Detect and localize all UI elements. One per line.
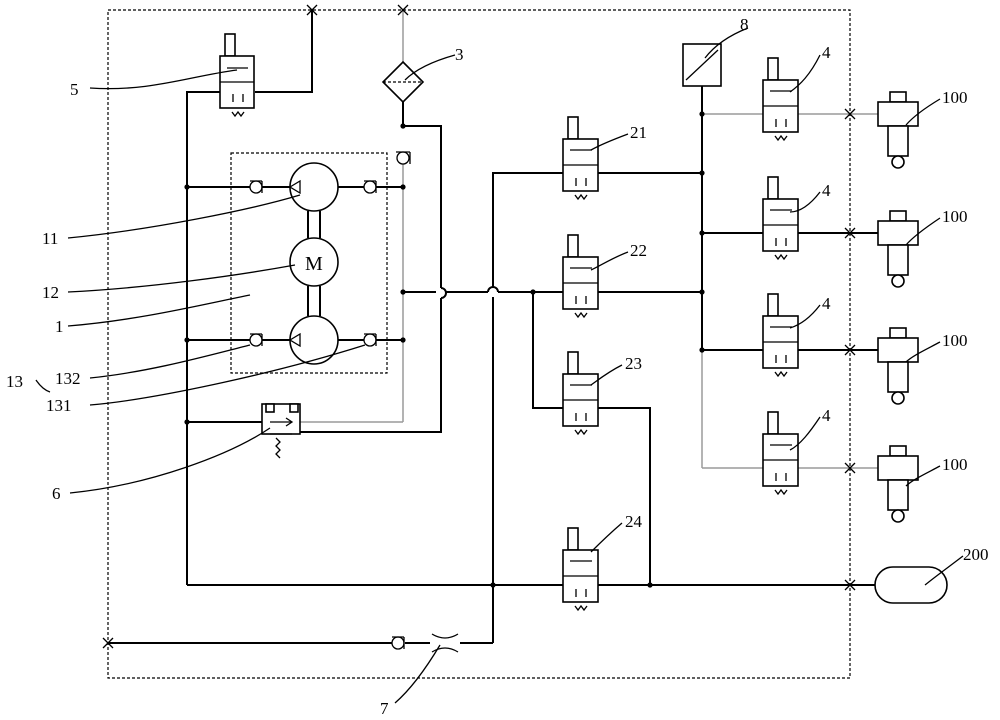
relief-valve-6: [262, 404, 300, 458]
label-200: 200: [963, 545, 989, 564]
label-1: 1: [55, 317, 64, 336]
label-7: 7: [380, 699, 389, 718]
filter-3: [383, 62, 423, 102]
label-131: 131: [46, 396, 72, 415]
label-4-second: 4: [822, 181, 831, 200]
pump-11: [290, 163, 338, 211]
valve-23: [563, 352, 598, 434]
actuator-100-third: [878, 328, 918, 404]
label-13: 13: [6, 372, 23, 391]
label-12: 12: [42, 283, 59, 302]
pump-13: [290, 316, 338, 364]
label-21: 21: [630, 123, 647, 142]
valve-4-first: [763, 58, 798, 140]
label-4-fourth: 4: [822, 406, 831, 425]
label-24: 24: [625, 512, 643, 531]
label-100-second: 100: [942, 207, 968, 226]
label-100-fourth: 100: [942, 455, 968, 474]
label-100-first: 100: [942, 88, 968, 107]
valve-4-third: [763, 294, 798, 376]
valve-24: [563, 528, 598, 610]
accumulator-200: [875, 567, 947, 603]
motor-12: M: [290, 211, 338, 316]
throttle-7: [432, 634, 458, 652]
valve-21: [563, 117, 598, 199]
leader-lines: [36, 28, 963, 703]
label-6: 6: [52, 484, 61, 503]
label-4-third: 4: [822, 294, 831, 313]
actuator-100-first: [878, 92, 918, 168]
label-3: 3: [455, 45, 464, 64]
motor-symbol: M: [305, 253, 323, 275]
boundary-port-crosses: [103, 5, 855, 648]
valve-4-second: [763, 177, 798, 259]
valve-4-fourth: [763, 412, 798, 494]
label-11: 11: [42, 229, 58, 248]
pressure-sensor-8: [683, 44, 721, 86]
label-5: 5: [70, 80, 79, 99]
label-100-third: 100: [942, 331, 968, 350]
label-132: 132: [55, 369, 81, 388]
check-valves: [250, 152, 410, 649]
housing-boundary: [108, 10, 850, 678]
actuator-100-fourth: [878, 446, 918, 522]
valve-22: [563, 235, 598, 317]
label-23: 23: [625, 354, 642, 373]
label-8: 8: [740, 15, 749, 34]
label-22: 22: [630, 241, 647, 260]
label-4-first: 4: [822, 43, 831, 62]
actuator-100-second: [878, 211, 918, 287]
component-labels: 5 3 8 4 4 4 4 100 100 100 100 21 22 23 2…: [6, 15, 989, 718]
valve-5: [220, 34, 254, 116]
